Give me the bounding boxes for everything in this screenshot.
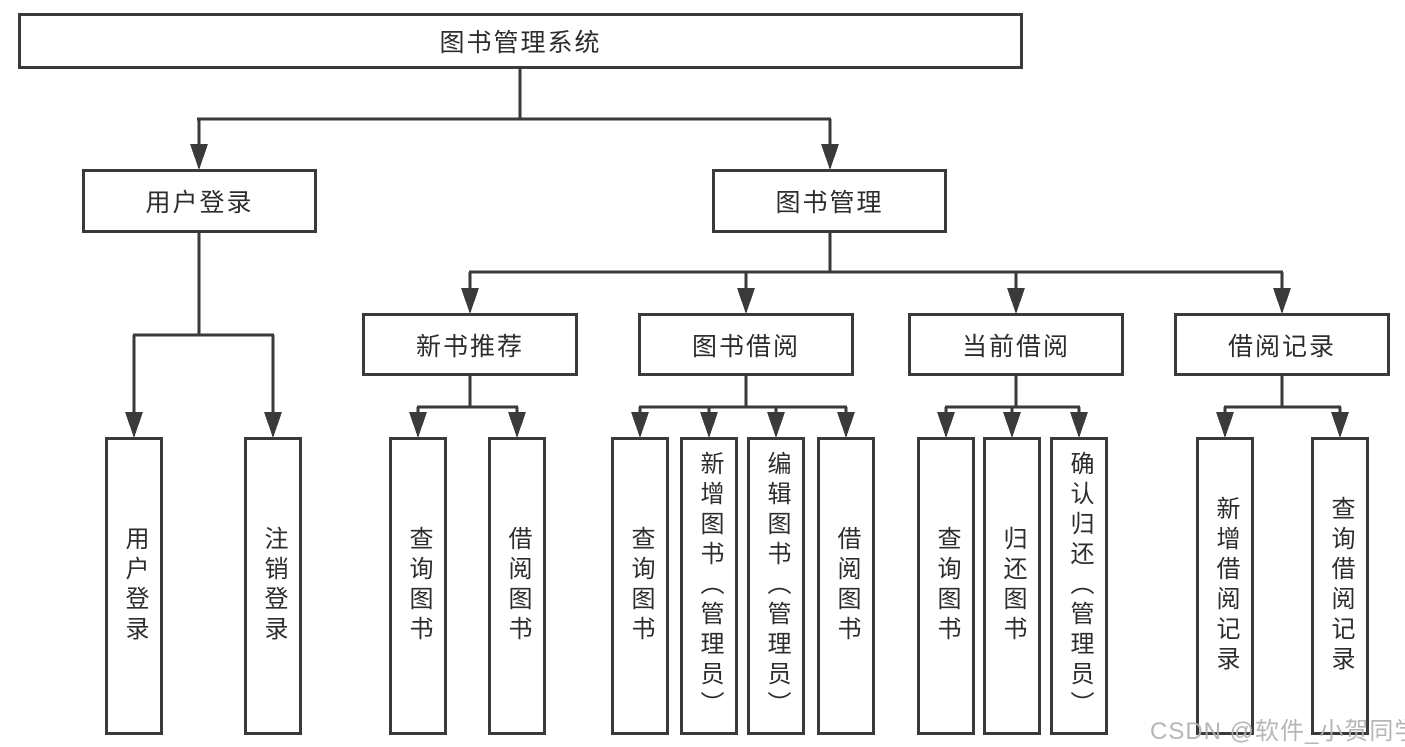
leaf-label: 借阅图书 xyxy=(504,526,531,646)
leaf-return-books: 归还图书 xyxy=(983,437,1041,735)
leaf-borrow-books: 借阅图书 xyxy=(817,437,875,735)
node-new-book-recommendation: 新书推荐 xyxy=(362,313,578,376)
leaf-label: 查询图书 xyxy=(933,526,960,646)
leaf-label: 新增图书（管理员） xyxy=(696,451,723,721)
leaf-label: 查询图书 xyxy=(405,526,432,646)
node-label: 用户登录 xyxy=(145,189,254,217)
leaf-logout: 注销登录 xyxy=(244,437,302,735)
node-current-borrowing: 当前借阅 xyxy=(908,313,1124,376)
node-book-borrowing: 图书借阅 xyxy=(638,313,854,376)
node-label: 图书借阅 xyxy=(691,332,800,361)
leaf-edit-books-admin: 编辑图书（管理员） xyxy=(747,437,805,735)
node-borrowing-records: 借阅记录 xyxy=(1174,313,1390,376)
leaf-borrow-books-recommend: 借阅图书 xyxy=(488,437,546,735)
leaf-query-books-current: 查询图书 xyxy=(917,437,975,735)
leaf-label: 编辑图书（管理员） xyxy=(763,451,790,721)
node-label: 新书推荐 xyxy=(415,332,524,361)
leaf-label: 查询借阅记录 xyxy=(1327,496,1354,676)
leaf-add-books-admin: 新增图书（管理员） xyxy=(680,437,738,735)
node-book-management: 图书管理 xyxy=(712,169,947,233)
leaf-label: 归还图书 xyxy=(999,526,1026,646)
leaf-label: 用户登录 xyxy=(121,526,148,646)
node-label: 当前借阅 xyxy=(961,332,1070,361)
leaf-label: 借阅图书 xyxy=(833,526,860,646)
leaf-query-borrow-record: 查询借阅记录 xyxy=(1311,437,1369,735)
leaf-label: 注销登录 xyxy=(260,526,287,646)
node-library-management-system: 图书管理系统 xyxy=(18,13,1023,69)
node-user-login: 用户登录 xyxy=(82,169,317,233)
csdn-watermark: CSDN @软件_小贺同学 xyxy=(1150,718,1405,745)
leaf-confirm-return-admin: 确认归还（管理员） xyxy=(1050,437,1108,735)
node-label: 借阅记录 xyxy=(1227,332,1336,361)
node-label: 图书管理 xyxy=(775,189,884,217)
leaf-query-books-recommend: 查询图书 xyxy=(389,437,447,735)
leaf-add-borrow-record: 新增借阅记录 xyxy=(1196,437,1254,735)
leaf-label: 新增借阅记录 xyxy=(1212,496,1239,676)
leaf-label: 查询图书 xyxy=(627,526,654,646)
leaf-user-login: 用户登录 xyxy=(105,437,163,735)
leaf-query-books-borrow: 查询图书 xyxy=(611,437,669,735)
leaf-label: 确认归还（管理员） xyxy=(1066,451,1093,721)
node-label: 图书管理系统 xyxy=(439,29,602,57)
